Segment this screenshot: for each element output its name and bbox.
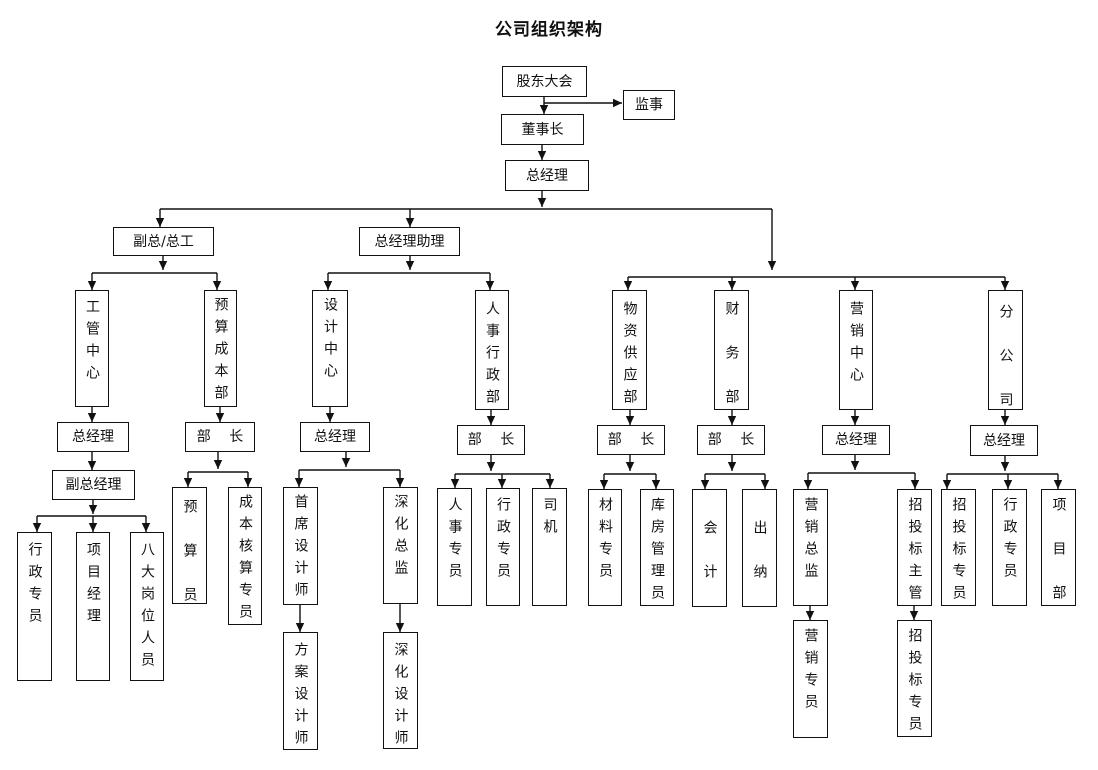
node-label: 股东大会 bbox=[516, 73, 573, 90]
node-label: 深化总监 bbox=[392, 494, 409, 582]
node-label: 方案设计师 bbox=[292, 642, 309, 750]
node-staff-chief-designer: 首席设计师 bbox=[283, 487, 318, 605]
node-label: 成本核算专员 bbox=[237, 494, 253, 625]
node-finance-dept: 财务部 bbox=[714, 290, 749, 410]
node-label: 物资供应部 bbox=[621, 301, 638, 410]
node-staff-bidding-specialist: 招投标专员 bbox=[897, 620, 932, 737]
node-staff-bidding-supervisor: 招投标主管 bbox=[897, 489, 932, 606]
node-label: 库房管理员 bbox=[649, 497, 665, 606]
node-label: 设计中心 bbox=[322, 297, 338, 385]
node-label: 项目经理 bbox=[85, 542, 101, 630]
node-engineering-center: 工管中心 bbox=[75, 290, 109, 407]
node-budget-cost-dept: 预算成本部 bbox=[204, 290, 237, 407]
node-chairman: 董事长 bbox=[501, 114, 584, 145]
node-label: 董事长 bbox=[521, 121, 564, 138]
node-label: 总经理助理 bbox=[374, 233, 445, 250]
node-shareholders-meeting: 股东大会 bbox=[502, 66, 587, 97]
node-label: 预算成本部 bbox=[212, 297, 229, 407]
node-staff-project-manager: 项目经理 bbox=[76, 532, 110, 681]
node-label: 总经理 bbox=[72, 429, 114, 445]
node-branch-company: 分公司 bbox=[988, 290, 1023, 410]
node-label: 八大岗位人员 bbox=[139, 542, 155, 674]
node-label: 总经理 bbox=[983, 432, 1025, 449]
node-staff-driver: 司机 bbox=[532, 488, 567, 606]
node-label: 项目部 bbox=[1050, 497, 1067, 606]
node-staff-marketing-specialist: 营销专员 bbox=[793, 620, 828, 738]
node-staff-accountant: 会计 bbox=[692, 489, 727, 607]
node-label: 材料专员 bbox=[597, 497, 613, 585]
node-materials-dept: 物资供应部 bbox=[612, 290, 647, 410]
node-finance-head: 部 长 bbox=[697, 425, 765, 455]
node-staff-materials-specialist: 材料专员 bbox=[588, 489, 622, 606]
node-label: 招投标专员 bbox=[906, 628, 923, 737]
node-staff-detailing-designer: 深化设计师 bbox=[383, 632, 418, 749]
node-design-center-head: 总经理 bbox=[300, 422, 370, 452]
node-hr-admin-head: 部 长 bbox=[457, 425, 525, 455]
node-staff-cost-accountant: 成本核算专员 bbox=[228, 487, 262, 625]
node-supervisor: 监事 bbox=[623, 90, 675, 120]
node-staff-cashier: 出纳 bbox=[742, 489, 777, 607]
node-label: 工管中心 bbox=[84, 299, 100, 387]
node-label: 行政专员 bbox=[26, 542, 43, 630]
node-label: 分公司 bbox=[997, 304, 1014, 410]
node-label: 深化设计师 bbox=[392, 642, 409, 749]
node-label: 监事 bbox=[635, 97, 663, 113]
node-label: 部 长 bbox=[707, 432, 755, 448]
node-gm-assistant: 总经理助理 bbox=[359, 227, 460, 256]
node-staff-admin-specialist-hr: 行政专员 bbox=[486, 488, 520, 606]
node-label: 预算员 bbox=[181, 499, 198, 604]
node-label: 副总/总工 bbox=[133, 233, 194, 250]
node-staff-eight-positions: 八大岗位人员 bbox=[130, 532, 164, 681]
node-deputy-gm: 副总/总工 bbox=[113, 227, 214, 256]
node-staff-branch-admin-specialist: 行政专员 bbox=[992, 489, 1027, 606]
node-staff-branch-bidding-specialist: 招投标专员 bbox=[941, 489, 976, 606]
node-label: 人事专员 bbox=[446, 497, 463, 585]
node-label: 首席设计师 bbox=[292, 494, 309, 604]
node-general-manager: 总经理 bbox=[505, 160, 589, 191]
node-hr-admin-dept: 人事行政部 bbox=[475, 290, 509, 410]
node-materials-head: 部 长 bbox=[597, 425, 665, 455]
node-marketing-center: 营销中心 bbox=[839, 290, 873, 410]
node-marketing-head: 总经理 bbox=[822, 425, 890, 455]
node-label: 行政专员 bbox=[495, 497, 511, 585]
node-label: 部 长 bbox=[196, 429, 244, 445]
node-label: 营销中心 bbox=[848, 301, 864, 389]
node-label: 总经理 bbox=[314, 429, 356, 445]
node-label: 总经理 bbox=[526, 167, 568, 184]
node-label: 会计 bbox=[701, 520, 718, 607]
node-label: 部 长 bbox=[607, 432, 655, 448]
node-staff-marketing-director: 营销总监 bbox=[793, 489, 828, 606]
node-budget-cost-head: 部 长 bbox=[185, 422, 255, 452]
node-staff-admin-specialist: 行政专员 bbox=[17, 532, 52, 681]
node-staff-budgeter: 预算员 bbox=[172, 487, 207, 604]
node-staff-hr-specialist: 人事专员 bbox=[437, 488, 472, 606]
node-label: 出纳 bbox=[751, 520, 768, 607]
node-design-center: 设计中心 bbox=[312, 290, 348, 407]
node-staff-scheme-designer: 方案设计师 bbox=[283, 632, 318, 750]
node-staff-warehouse-keeper: 库房管理员 bbox=[640, 489, 674, 606]
chart-title: 公司组织架构 bbox=[495, 20, 603, 40]
node-label: 总经理 bbox=[835, 432, 877, 448]
node-label: 招投标主管 bbox=[906, 497, 923, 606]
node-label: 部 长 bbox=[467, 432, 515, 448]
node-label: 营销专员 bbox=[802, 628, 819, 716]
node-label: 财务部 bbox=[723, 301, 740, 410]
node-engineering-center-head: 总经理 bbox=[57, 422, 129, 452]
node-label: 行政专员 bbox=[1001, 497, 1018, 585]
node-staff-project-dept: 项目部 bbox=[1041, 489, 1076, 606]
node-staff-detailing-director: 深化总监 bbox=[383, 487, 418, 604]
node-label: 招投标专员 bbox=[950, 497, 967, 606]
node-engineering-center-deputy: 副总经理 bbox=[52, 470, 135, 500]
node-label: 副总经理 bbox=[65, 477, 122, 493]
node-label: 人事行政部 bbox=[484, 301, 500, 410]
node-label: 营销总监 bbox=[802, 497, 819, 585]
node-branch-head: 总经理 bbox=[970, 425, 1038, 456]
node-label: 司机 bbox=[541, 497, 558, 541]
